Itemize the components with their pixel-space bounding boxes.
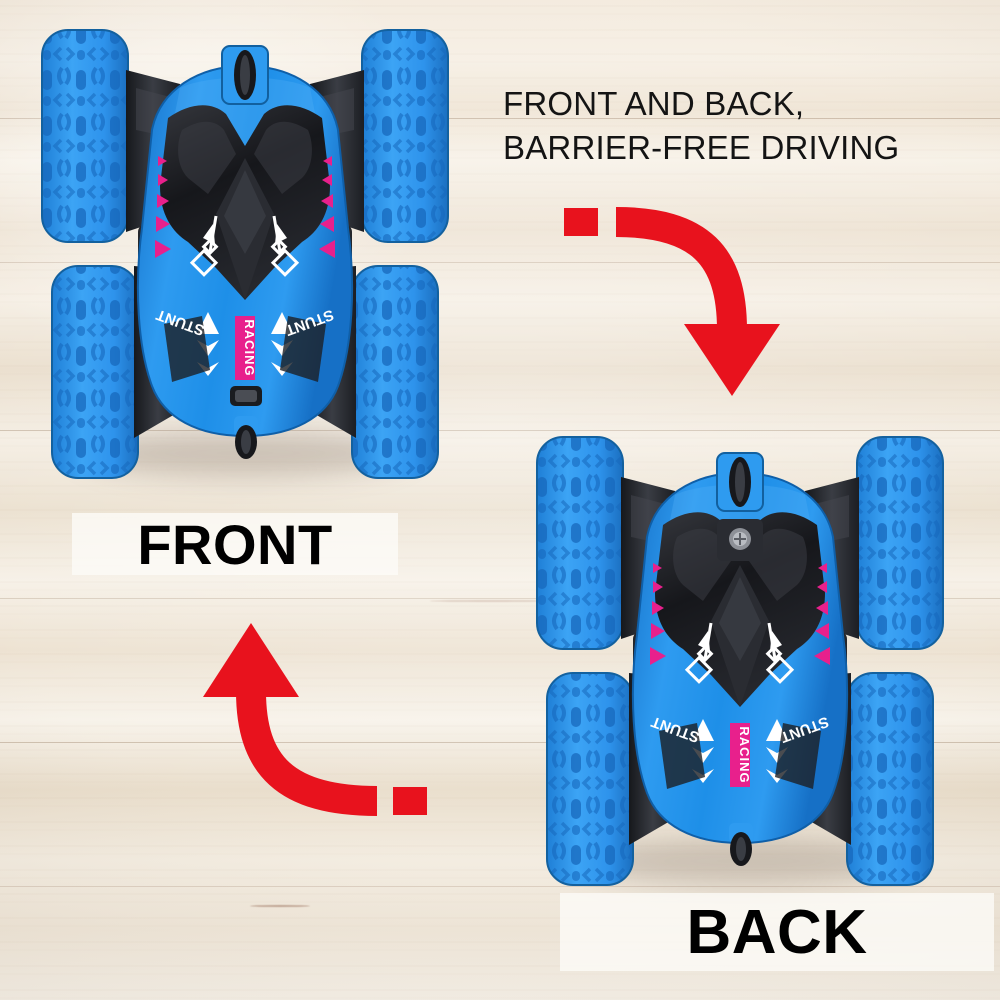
decal-chevrons-left [650, 563, 666, 665]
plank-seam [0, 742, 1000, 743]
arrow-tail-dash [393, 787, 427, 815]
rear-roller [729, 823, 753, 866]
rc-car-front-view: RACING STUNT STUNT [30, 18, 460, 488]
side-vents [659, 723, 821, 789]
wheel-rear-right [846, 672, 934, 886]
headline-line-1: FRONT AND BACK, [503, 85, 805, 122]
decal-racing: RACING [730, 723, 752, 787]
decal-diamonds [189, 238, 300, 277]
plank-seam [0, 598, 1000, 599]
curved-arrow-down [564, 207, 780, 396]
wheel-front-right [361, 29, 449, 243]
svg-text:RACING: RACING [737, 726, 752, 783]
arrow-tail-dash [564, 208, 598, 236]
roller-bracket [221, 45, 269, 105]
decal-chevrons-left [155, 156, 171, 258]
wheel-front-left [536, 436, 624, 650]
svg-text:RACING: RACING [242, 319, 257, 376]
side-vents [164, 316, 326, 382]
wheel-front-left [41, 29, 129, 243]
headline: FRONT AND BACK, BARRIER-FREE DRIVING [503, 82, 973, 170]
plank-seam [0, 430, 1000, 431]
front-label-plate: FRONT [72, 512, 398, 576]
arrow-head [203, 623, 299, 697]
decal-white-arrows [203, 215, 287, 253]
decal-chevrons-right [814, 563, 830, 665]
rc-car-back-view: RACING STUNT STUNT [525, 425, 955, 895]
back-label-text: BACK [686, 897, 868, 967]
wood-knot [250, 905, 310, 907]
roller-bracket [716, 452, 764, 512]
decal-diamonds [684, 645, 795, 684]
rear-roller [234, 416, 258, 459]
plank-seam [0, 886, 1000, 887]
back-label-plate: BACK [560, 893, 994, 971]
decal-chevrons-right [319, 156, 335, 258]
curved-arrow-up [203, 623, 427, 816]
wheel-rear-left [546, 672, 634, 886]
arrow-head [684, 324, 780, 396]
headline-line-2: BARRIER-FREE DRIVING [503, 128, 900, 166]
wheel-rear-left [51, 265, 139, 479]
wheel-front-right [856, 436, 944, 650]
front-label-text: FRONT [137, 512, 333, 576]
chassis-screw [717, 519, 763, 561]
wheel-rear-right [351, 265, 439, 479]
decal-racing: RACING [235, 316, 257, 380]
wood-knot [430, 600, 550, 602]
decal-white-arrows [698, 622, 782, 660]
